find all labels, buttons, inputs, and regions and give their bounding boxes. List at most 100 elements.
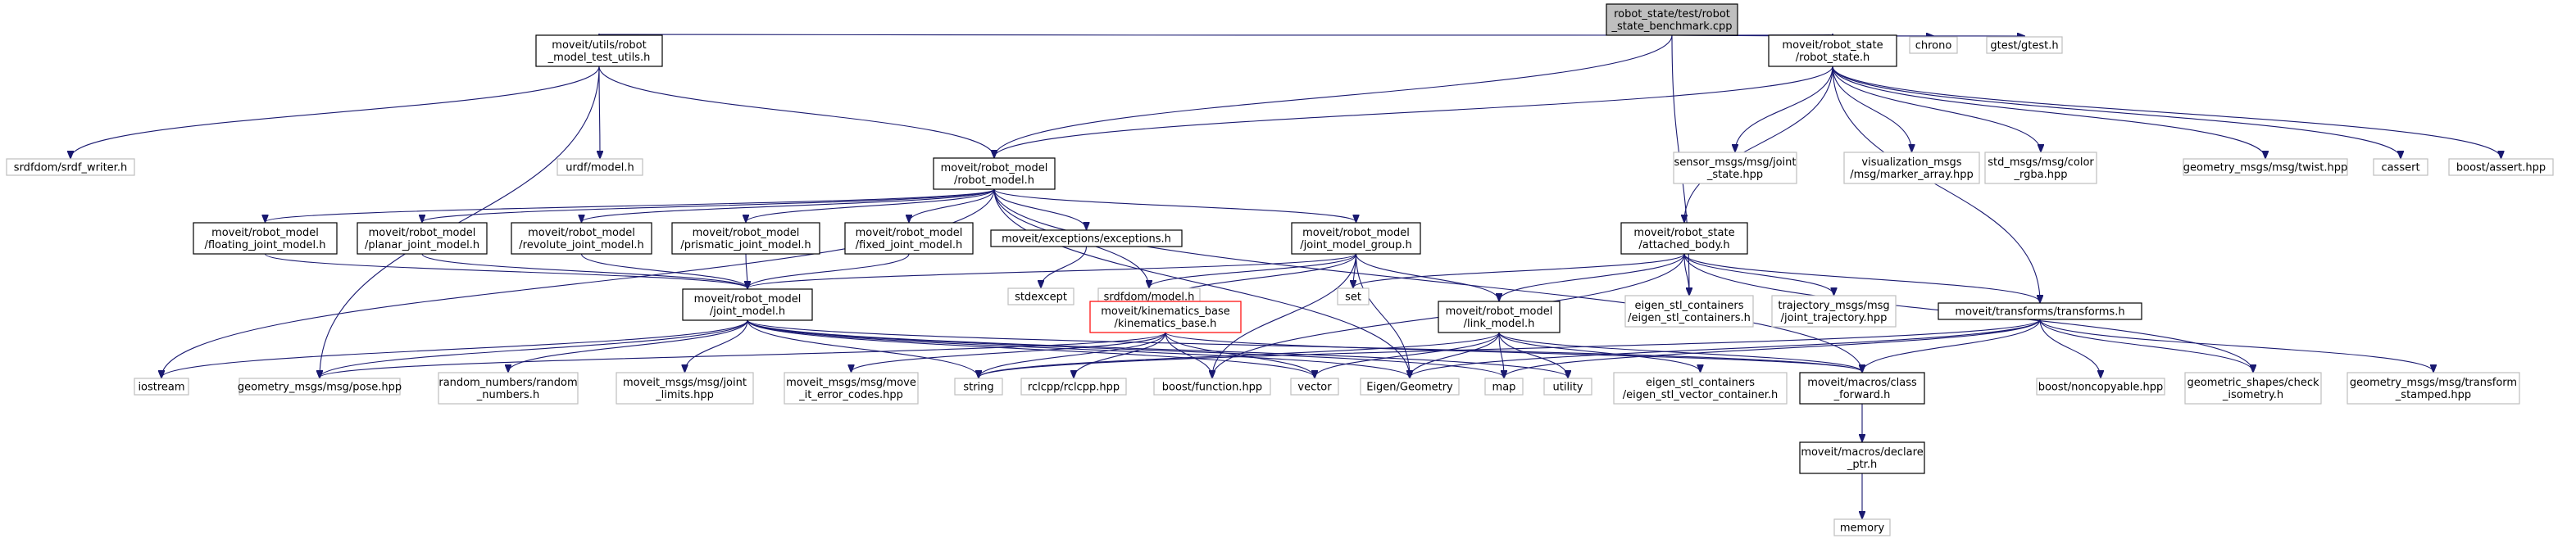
node-label-line: moveit/robot_model: [856, 227, 963, 239]
node-robot-state-h[interactable]: moveit/robot_state/robot_state.h: [1768, 34, 1897, 67]
nodes-layer: robot_state/test/robot_state_benchmark.c…: [6, 3, 2554, 536]
node-label-line: moveit/robot_model: [1302, 227, 1410, 239]
node-label-line: srdfdom/model.h: [1104, 292, 1195, 304]
node-box: [535, 34, 663, 67]
node-srdf-writer: srdfdom/srdf_writer.h: [6, 158, 135, 176]
node-chrono: chrono: [1909, 36, 1958, 54]
node-box: [1360, 378, 1460, 396]
node-planar[interactable]: moveit/robot_model/planar_joint_model.h: [357, 222, 488, 255]
node-label-line: eigen_stl_containers: [1646, 377, 1755, 389]
node-rclcpp: rclcpp/rclcpp.hpp: [1020, 378, 1127, 396]
node-box: [1007, 287, 1074, 305]
node-box: [1673, 152, 1797, 184]
edge-link_model-to-class_fwd: [1498, 332, 1862, 372]
node-label-line: boost/assert.hpp: [2456, 162, 2546, 174]
node-rand-num: random_numbers/random_numbers.h: [438, 372, 579, 405]
edge-kin_base-to-pose: [320, 332, 1166, 378]
node-box: [511, 222, 652, 255]
node-declare-ptr[interactable]: moveit/macros/declare_ptr.h: [1799, 441, 1925, 474]
node-utility: utility: [1543, 378, 1592, 396]
edge-robot_model_h-to-fixed: [909, 188, 995, 222]
edge-jmg-to-link_model: [1355, 253, 1500, 301]
edge-robot_model_h-to-class_fwd: [993, 188, 1862, 372]
node-box: [933, 157, 1056, 190]
node-test-utils[interactable]: moveit/utils/robot_model_test_utils.h: [535, 34, 663, 67]
node-move-err: moveit_msgs/msg/move_it_error_codes.hpp: [784, 372, 919, 405]
edge-joint_model-to-rand_num: [508, 319, 748, 372]
node-label-line: vector: [1297, 382, 1332, 394]
edge-robot_state_h-to-cassert: [1832, 66, 2401, 158]
node-label-line: /planar_joint_model.h: [365, 239, 479, 251]
edge-attached-to-traj_msgs: [1683, 253, 1834, 295]
node-box: [1843, 152, 1980, 184]
edge-joint_model-to-map: [747, 319, 1504, 378]
node-exceptions[interactable]: moveit/exceptions/exceptions.h: [990, 229, 1183, 247]
edge-robot_state_h-to-std_color: [1832, 66, 2041, 152]
node-boost-assert: boost/assert.hpp: [2448, 158, 2554, 176]
edge-robot_state_h-to-twist: [1832, 66, 2265, 158]
edge-link_model-to-string: [979, 332, 1500, 378]
edge-attached-to-transforms: [1683, 253, 2040, 302]
node-label-line: /robot_state.h: [1796, 52, 1870, 64]
node-transforms[interactable]: moveit/transforms/transforms.h: [1938, 302, 2142, 320]
node-check-iso: geometric_shapes/check_isometry.h: [2184, 372, 2322, 405]
node-box: [1484, 378, 1524, 396]
node-attached[interactable]: moveit/robot_state/attached_body.h: [1620, 222, 1748, 255]
node-revolute[interactable]: moveit/robot_model/revolute_joint_model.…: [511, 222, 652, 255]
node-box: [1833, 518, 1891, 536]
node-box: [239, 378, 401, 396]
node-label-line: moveit/robot_model: [694, 293, 802, 305]
node-box: [1938, 302, 2142, 320]
node-box: [2347, 372, 2520, 405]
node-joint-limits: moveit_msgs/msg/joint_limits.hpp: [616, 372, 754, 405]
node-label-line: _state.hpp: [1706, 169, 1763, 181]
node-label-line: trajectory_msgs/msg: [1778, 300, 1889, 312]
node-joint-model[interactable]: moveit/robot_model/joint_model.h: [682, 288, 813, 321]
node-fixed[interactable]: moveit/robot_model/fixed_joint_model.h: [844, 222, 974, 255]
node-map: map: [1484, 378, 1524, 396]
node-box: [1613, 372, 1788, 405]
edge-link_model-to-eigen_vec: [1498, 332, 1701, 372]
node-label-line: moveit_msgs/msg/joint: [623, 377, 747, 389]
edge-revolute-to-joint_model: [580, 253, 748, 288]
edge-link_model-to-map: [1498, 332, 1504, 378]
edge-joint_model-to-eigen_geom: [747, 319, 1410, 378]
node-box: [438, 372, 579, 405]
node-jmg[interactable]: moveit/robot_model/joint_model_group.h: [1291, 222, 1421, 255]
node-kin-base[interactable]: moveit/kinematics_base/kinematics_base.h: [1089, 301, 1242, 333]
node-floating[interactable]: moveit/robot_model/floating_joint_model.…: [193, 222, 338, 255]
node-label-line: /joint_trajectory.hpp: [1781, 312, 1888, 324]
node-noncopyable: boost/noncopyable.hpp: [2036, 378, 2165, 396]
node-link-model[interactable]: moveit/robot_model/link_model.h: [1438, 301, 1561, 333]
edge-transforms-to-string: [979, 319, 2041, 378]
edge-robot_state_h-to-sensor_js: [1735, 66, 1833, 152]
node-label-line: geometry_msgs/msg/transform: [2350, 377, 2517, 389]
node-class-fwd[interactable]: moveit/macros/class_forward.h: [1799, 372, 1925, 405]
edge-planar-to-joint_model: [421, 253, 747, 288]
node-root[interactable]: robot_state/test/robot_state_benchmark.c…: [1606, 3, 1738, 36]
node-box: [1438, 301, 1561, 333]
node-label-line: boost/noncopyable.hpp: [2038, 382, 2164, 394]
node-box: [1606, 3, 1738, 36]
node-memory: memory: [1833, 518, 1891, 536]
node-label-line: utility: [1553, 382, 1583, 394]
node-label-line: /revolute_joint_model.h: [519, 239, 643, 251]
node-box: [2183, 158, 2348, 176]
edge-robot_model_h-to-jmg: [993, 188, 1356, 222]
node-box: [1909, 36, 1958, 54]
node-box: [671, 222, 820, 255]
edge-transforms-to-tf_stamped: [2039, 319, 2433, 372]
edge-robot_state_h-to-transforms: [1832, 66, 2040, 302]
node-vector: vector: [1290, 378, 1339, 396]
node-box: [1020, 378, 1127, 396]
node-label-line: random_numbers/random: [438, 377, 577, 389]
node-label-line: /kinematics_base.h: [1115, 318, 1217, 330]
node-label-line: cassert: [2381, 162, 2419, 174]
node-label-line: moveit/kinematics_base: [1101, 305, 1230, 318]
node-box: [1799, 372, 1925, 405]
node-prismatic[interactable]: moveit/robot_model/prismatic_joint_model…: [671, 222, 820, 255]
node-label-line: moveit_msgs/msg/move: [786, 377, 916, 389]
node-label-line: urdf/model.h: [566, 162, 634, 174]
node-std-color: std_msgs/msg/color_rgba.hpp: [1984, 152, 2097, 184]
node-robot-model-h[interactable]: moveit/robot_model/robot_model.h: [933, 157, 1056, 190]
